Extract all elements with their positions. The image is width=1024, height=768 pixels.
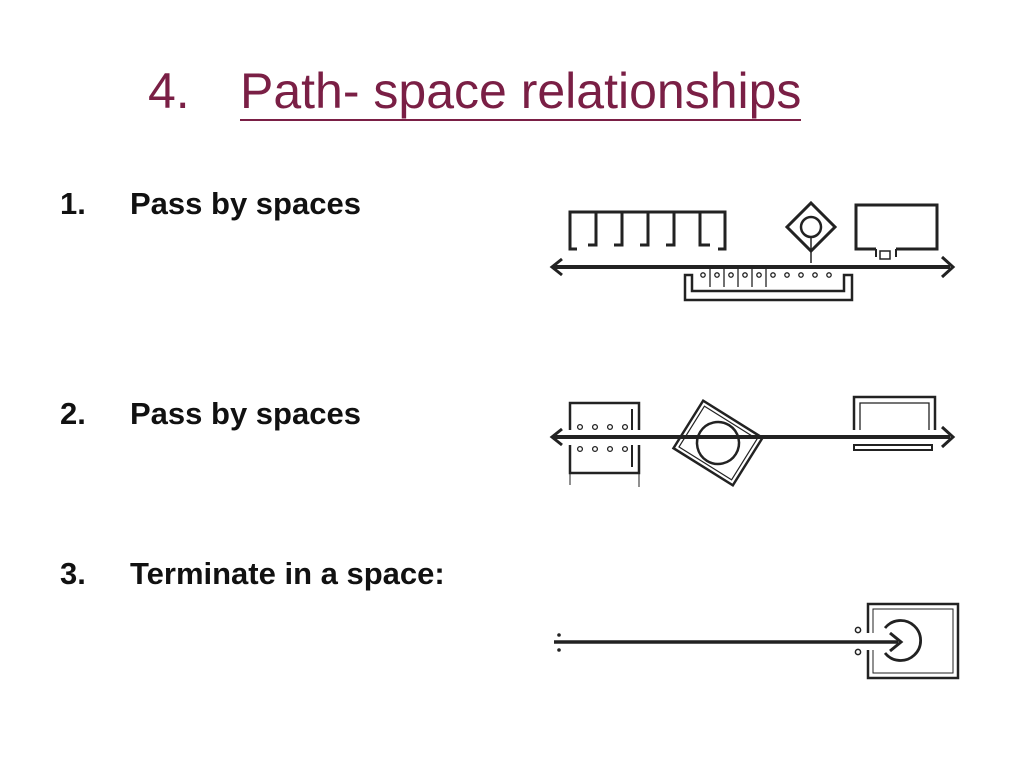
- list-item-3: 3. Terminate in a space:: [60, 556, 445, 592]
- list-item-1: 1. Pass by spaces: [60, 186, 361, 222]
- right-room: [852, 395, 937, 451]
- title-text: Path- space relationships: [240, 63, 802, 121]
- pass-by-spaces-diagram: [549, 200, 956, 302]
- path-arrow: [549, 255, 956, 279]
- terminate-in-space-diagram: [554, 602, 960, 680]
- path-arrow: [554, 631, 904, 653]
- lower-colonnade: [683, 267, 854, 302]
- large-room: [854, 203, 939, 260]
- list-number: 2.: [60, 396, 86, 431]
- start-dots: [557, 633, 561, 652]
- rotated-circle-room: [671, 398, 765, 488]
- list-label: Terminate in a space:: [130, 556, 445, 591]
- list-label: Pass by spaces: [130, 396, 361, 431]
- title-number: 4.: [148, 63, 190, 119]
- colonnade-room: [568, 401, 641, 487]
- pass-through-spaces-diagram: [549, 395, 956, 488]
- list-number: 1.: [60, 186, 86, 221]
- slide-title: 4. Path- space relationships: [148, 62, 802, 121]
- small-rooms-row: [568, 210, 727, 251]
- list-number: 3.: [60, 556, 86, 591]
- diamond-room: [784, 200, 838, 263]
- list-item-2: 2. Pass by spaces: [60, 396, 361, 432]
- path-arrow: [549, 425, 956, 449]
- terminal-room: [854, 602, 960, 680]
- list-label: Pass by spaces: [130, 186, 361, 221]
